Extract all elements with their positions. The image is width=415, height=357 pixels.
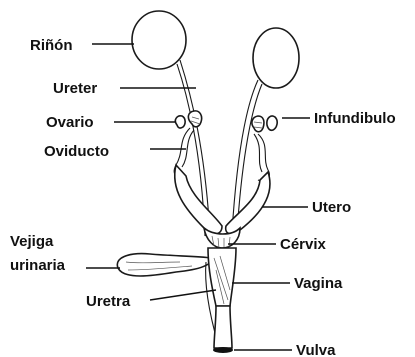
label-ovario: Ovario	[46, 114, 94, 131]
right-oviduct-inner	[254, 134, 262, 172]
left-ovary	[188, 111, 201, 127]
vulva-shape	[213, 347, 233, 353]
left-kidney	[132, 11, 186, 69]
left-infundibulum	[175, 116, 185, 128]
left-uterine-horn	[175, 165, 222, 234]
label-rinon: Riñón	[30, 37, 73, 54]
uterine-body	[204, 228, 240, 248]
vagina	[208, 248, 236, 306]
right-uterine-horn	[226, 172, 270, 234]
label-vulva: Vulva	[296, 342, 336, 357]
right-ovary	[252, 116, 264, 132]
urinary-bladder	[117, 254, 212, 276]
label-vejiga-line1: Vejiga	[10, 233, 54, 250]
label-vagina: Vagina	[294, 275, 343, 292]
leader-uretra	[150, 290, 216, 300]
label-ureter: Ureter	[53, 80, 97, 97]
label-cervix: Cérvix	[280, 236, 327, 253]
label-uretra: Uretra	[86, 293, 131, 310]
right-infundibulum	[267, 116, 277, 130]
label-utero: Utero	[312, 199, 351, 216]
label-vejiga-line2: urinaria	[10, 257, 66, 274]
label-oviducto: Oviducto	[44, 143, 109, 160]
right-kidney	[253, 28, 299, 88]
label-infundibulo: Infundibulo	[314, 110, 396, 127]
vestibule	[214, 306, 232, 348]
